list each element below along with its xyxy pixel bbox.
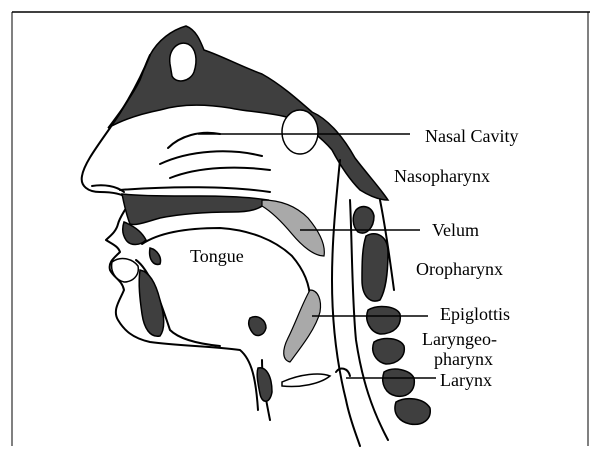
label-tongue: Tongue [190,246,244,266]
label-oropharynx: Oropharynx [416,259,503,279]
vertebra-6 [395,399,430,425]
nasal-floor [120,187,270,192]
frontal-sinus [170,43,196,81]
skull-bone [108,26,388,200]
vocal-folds [282,374,330,387]
epiglottis-shape [284,290,321,362]
upper-teeth [123,222,146,245]
label-larynx: Larynx [440,370,492,390]
velum-shape [262,200,324,256]
vertebra-2 [362,234,388,301]
jaw-fragment [150,248,161,264]
label-nasopharynx: Nasopharynx [394,166,490,186]
nasal-concha-upper [168,133,220,148]
label-nasal-cavity: Nasal Cavity [425,126,518,146]
vertebra-4 [373,339,405,364]
label-laryngeopharynx-line2: pharynx [434,349,493,369]
mandible-bone [139,270,164,336]
hard-palate [122,194,268,225]
vertebra-1 [353,207,374,233]
tongue-outline [142,228,310,332]
vertebra-5 [383,369,415,396]
label-velum: Velum [432,220,479,240]
nasal-concha-middle [160,151,262,164]
label-epiglottis: Epiglottis [440,304,510,324]
label-laryngeopharynx-line1: Laryngeo- [422,329,497,349]
sphenoid-sinus [282,110,318,154]
hyoid-bone [249,317,266,336]
pharynx-back-wall [332,160,360,446]
nasal-concha-lower [170,168,270,178]
vertebra-3 [367,307,401,334]
thyroid-cartilage [257,368,272,402]
trachea-line [336,369,350,376]
